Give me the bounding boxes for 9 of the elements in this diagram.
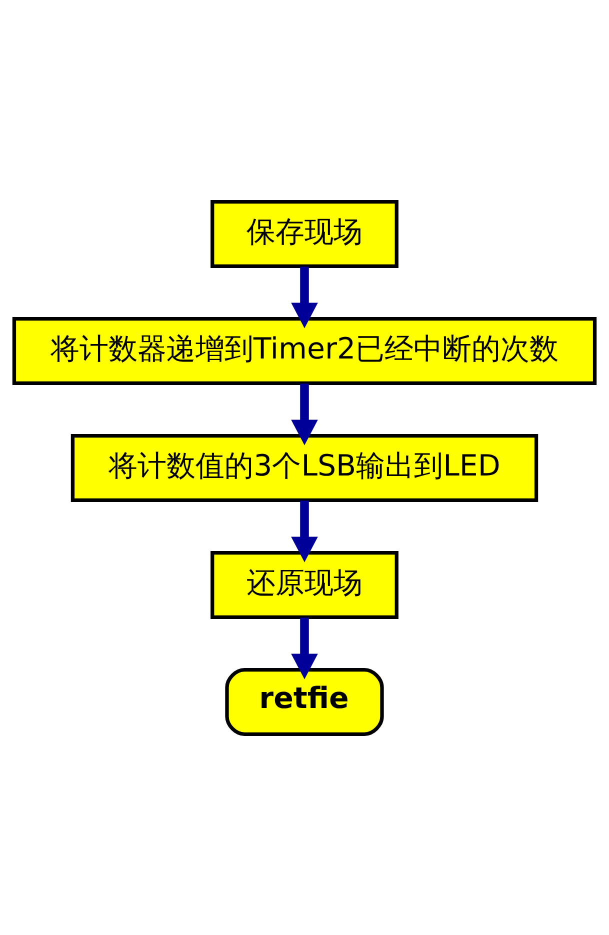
node-box: 还原现场 xyxy=(210,550,398,618)
node-box: 将计数器递增到Timer2已经中断的次数 xyxy=(12,316,597,385)
node-box: retfie xyxy=(225,667,384,736)
arrow xyxy=(291,383,318,445)
node-box: 将计数值的3个LSB输出到LED xyxy=(70,434,538,502)
arrow xyxy=(291,500,318,562)
node-box: 保存现场 xyxy=(210,200,398,268)
arrow xyxy=(291,617,318,679)
arrow xyxy=(291,266,318,328)
